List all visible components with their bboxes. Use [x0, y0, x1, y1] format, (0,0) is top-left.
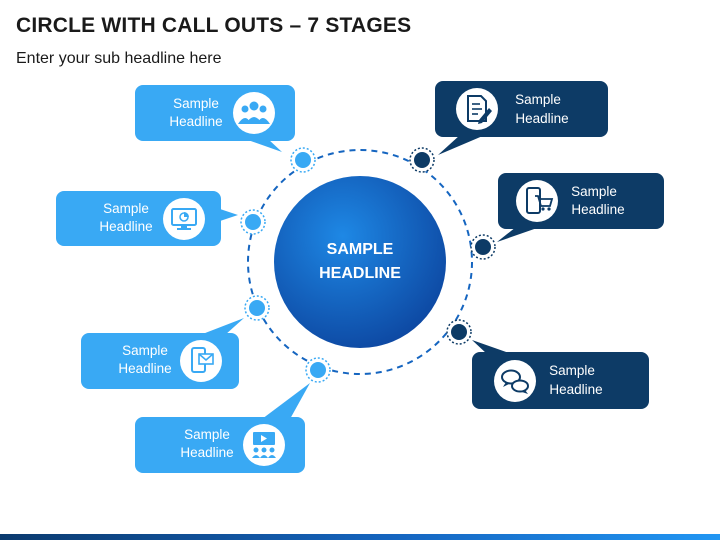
ring-node-3: [244, 295, 270, 321]
callout-2-line1: Sample: [103, 201, 149, 216]
callout-6-line1: Sample: [571, 184, 617, 199]
center-label-line2: HEADLINE: [319, 265, 401, 282]
callout-1[interactable]: Sample Headline: [135, 85, 295, 152]
callout-6[interactable]: Sample Headline: [497, 173, 664, 242]
callout-2[interactable]: Sample Headline: [56, 191, 238, 246]
bottom-accent-bar: [0, 534, 720, 540]
page-title: CIRCLE WITH CALL OUTS – 7 STAGES: [16, 14, 412, 37]
callout-3[interactable]: Sample Headline: [81, 318, 244, 389]
callout-4-line1: Sample: [184, 427, 230, 442]
mobile-cart-icon: [516, 180, 558, 222]
ring-node-7: [446, 319, 472, 345]
callout-5-line1: Sample: [515, 92, 561, 107]
callout-7-line2: Headline: [549, 382, 602, 397]
team-icon: [233, 92, 275, 134]
monitor-chart-icon: [163, 198, 205, 240]
callout-5[interactable]: Sample Headline: [435, 81, 608, 155]
page-subtitle: Enter your sub headline here: [16, 50, 222, 67]
ring-node-5: [409, 147, 435, 173]
presentation-audience-icon: [243, 424, 285, 466]
ring-node-1: [290, 147, 316, 173]
callout-5-line2: Headline: [515, 111, 568, 126]
document-pen-icon: [456, 88, 498, 130]
dashed-ring: [247, 149, 473, 375]
callout-1-line2: Headline: [169, 114, 222, 129]
callout-4-line2: Headline: [180, 445, 233, 460]
callout-7[interactable]: Sample Headline: [472, 340, 649, 409]
callout-3-line2: Headline: [118, 361, 171, 376]
callout-6-line2: Headline: [571, 202, 624, 217]
ring-node-6: [470, 234, 496, 260]
callout-7-line1: Sample: [549, 363, 595, 378]
ring-node-4: [305, 357, 331, 383]
callout-2-line2: Headline: [99, 219, 152, 234]
ring-node-2: [240, 209, 266, 235]
callout-4[interactable]: Sample Headline: [135, 383, 310, 473]
chat-bubbles-icon: [494, 360, 536, 402]
center-circle[interactable]: SAMPLE HEADLINE: [274, 176, 446, 348]
center-label-line1: SAMPLE: [327, 241, 394, 258]
callout-3-line1: Sample: [122, 343, 168, 358]
mobile-mail-icon: [180, 340, 222, 382]
callout-1-line1: Sample: [173, 96, 219, 111]
